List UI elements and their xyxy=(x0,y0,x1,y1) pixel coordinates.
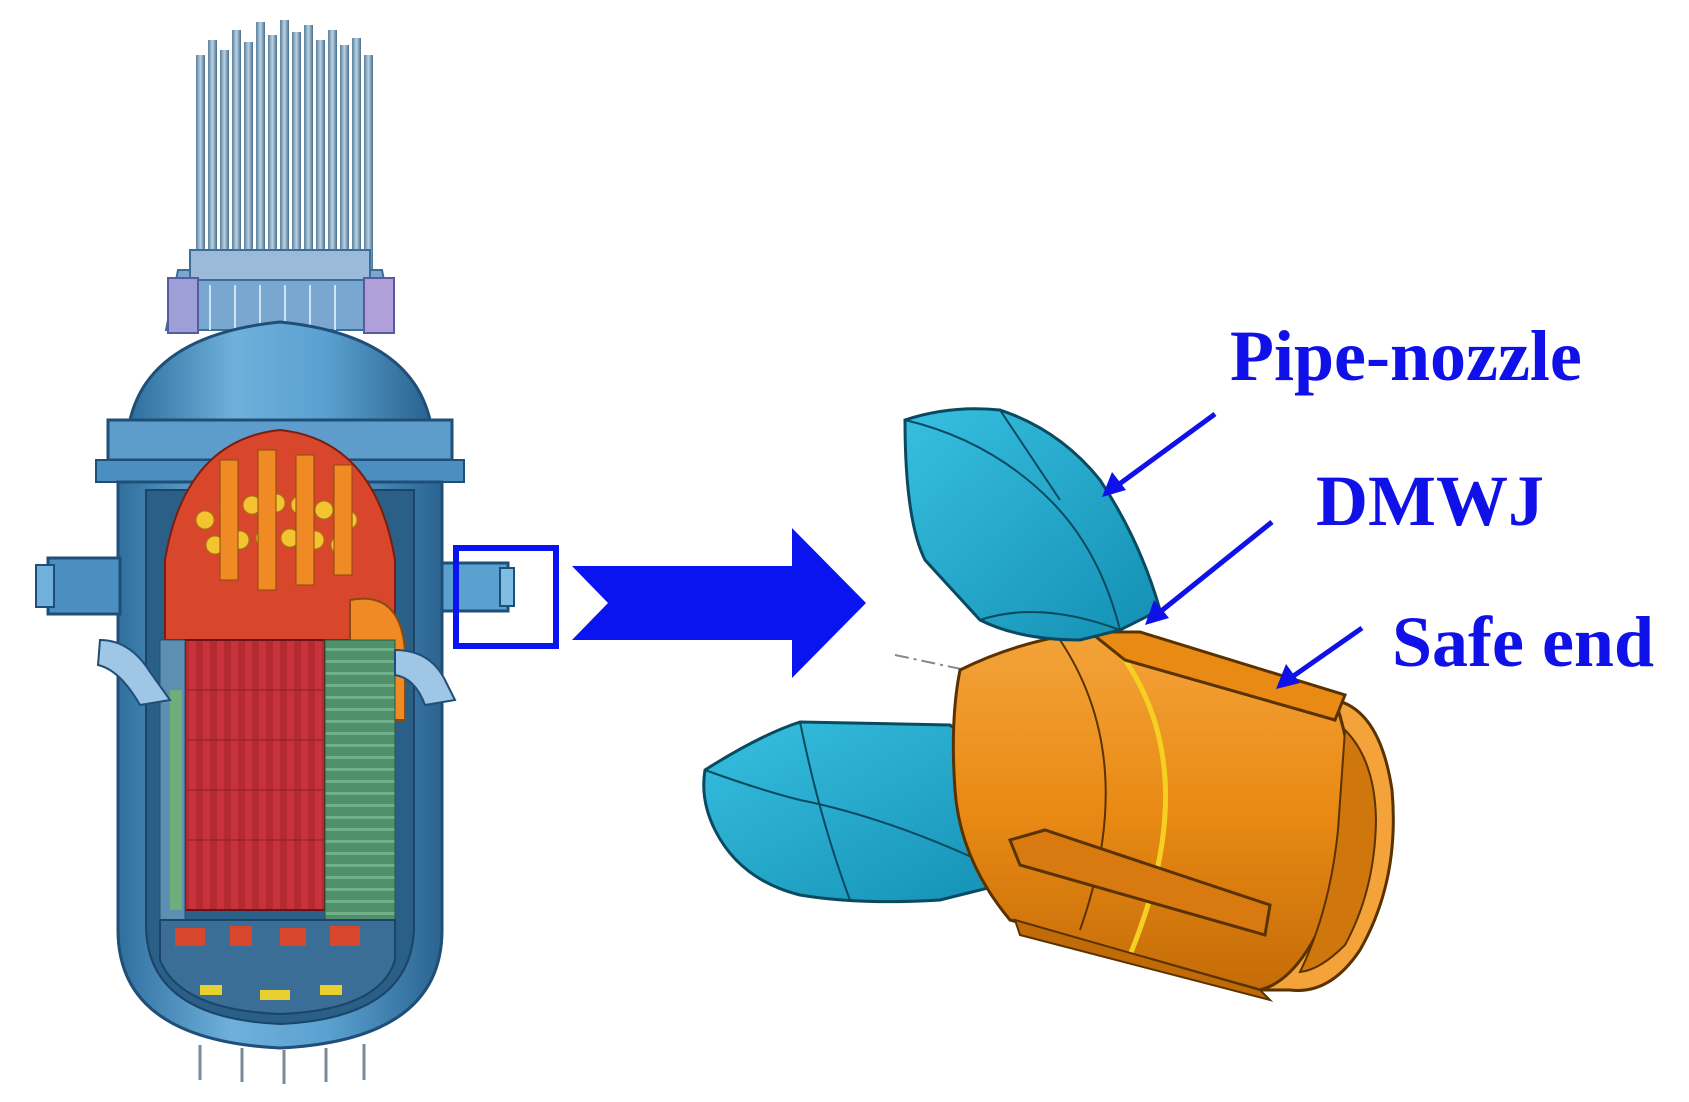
nozzle-joint-detail xyxy=(702,407,1395,1002)
dmwj-pointer xyxy=(1145,520,1274,625)
zoom-box-icon xyxy=(453,545,559,649)
dmwj-weld-line xyxy=(1108,638,1168,956)
reactor-vessel-cutaway-icon xyxy=(35,20,515,1084)
pipe-nozzle-pointer xyxy=(1102,411,1217,497)
safe-end-pointer xyxy=(1276,625,1364,689)
pipe-nozzle-label: Pipe-nozzle xyxy=(1230,316,1582,396)
control-rod-drives xyxy=(196,20,373,275)
pipe-nozzle-upper xyxy=(903,407,1162,642)
right-arrow-icon xyxy=(572,528,866,678)
dmwj-label: DMWJ xyxy=(1316,461,1544,541)
safe-end-label: Safe end xyxy=(1392,602,1654,682)
left-nozzle xyxy=(35,556,172,707)
